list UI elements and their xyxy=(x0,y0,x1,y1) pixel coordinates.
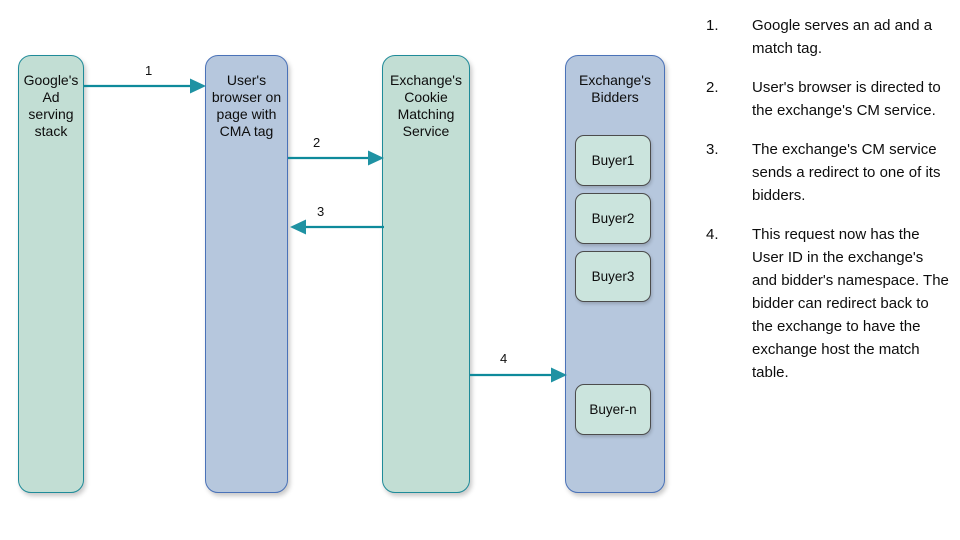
node-label-google-ad-serving-stack: Google's Ad serving stack xyxy=(23,72,79,139)
step-item-2: 2. User's browser is directed to the exc… xyxy=(706,76,952,122)
buyer-label: Buyer-n xyxy=(589,402,637,417)
node-label-exchange-bidders: Exchange's Bidders xyxy=(579,72,651,105)
node-label-exchange-cookie-matching-service: Exchange's Cookie Matching Service xyxy=(390,72,462,139)
arrow-3 xyxy=(290,219,384,235)
buyer-chip-buyer-n[interactable]: Buyer-n xyxy=(575,384,651,435)
buyer-chip-buyer2[interactable]: Buyer2 xyxy=(575,193,651,244)
step-number: 1. xyxy=(706,17,719,34)
node-exchange-cookie-matching-service[interactable]: Exchange's Cookie Matching Service xyxy=(382,55,470,493)
step-text: Google serves an ad and a match tag. xyxy=(752,17,933,57)
buyer-label: Buyer2 xyxy=(591,211,635,226)
step-item-1: 1. Google serves an ad and a match tag. xyxy=(706,14,952,60)
step-text: User's browser is directed to the exchan… xyxy=(752,79,941,119)
arrow-4 xyxy=(470,367,567,383)
arrow-1 xyxy=(84,78,206,94)
step-item-4: 4. This request now has the User ID in t… xyxy=(706,223,952,384)
arrow-3-label: 3 xyxy=(317,204,325,219)
arrow-4-label: 4 xyxy=(500,351,508,366)
arrow-1-label: 1 xyxy=(145,63,153,78)
node-google-ad-serving-stack[interactable]: Google's Ad serving stack xyxy=(18,55,84,493)
steps-list: 1. Google serves an ad and a match tag. … xyxy=(706,14,952,400)
node-label-user-browser: User's browser on page with CMA tag xyxy=(211,72,282,139)
step-item-3: 3. The exchange's CM service sends a red… xyxy=(706,138,952,207)
arrow-2 xyxy=(288,150,384,166)
step-number: 3. xyxy=(706,141,719,158)
node-user-browser[interactable]: User's browser on page with CMA tag xyxy=(205,55,288,493)
buyer-label: Buyer3 xyxy=(591,269,635,284)
step-text: This request now has the User ID in the … xyxy=(752,226,949,381)
buyer-chip-buyer3[interactable]: Buyer3 xyxy=(575,251,651,302)
buyer-label: Buyer1 xyxy=(591,153,635,168)
arrow-2-label: 2 xyxy=(313,135,321,150)
step-number: 2. xyxy=(706,79,719,96)
buyer-chip-buyer1[interactable]: Buyer1 xyxy=(575,135,651,186)
step-text: The exchange's CM service sends a redire… xyxy=(752,141,941,204)
step-number: 4. xyxy=(706,226,719,243)
